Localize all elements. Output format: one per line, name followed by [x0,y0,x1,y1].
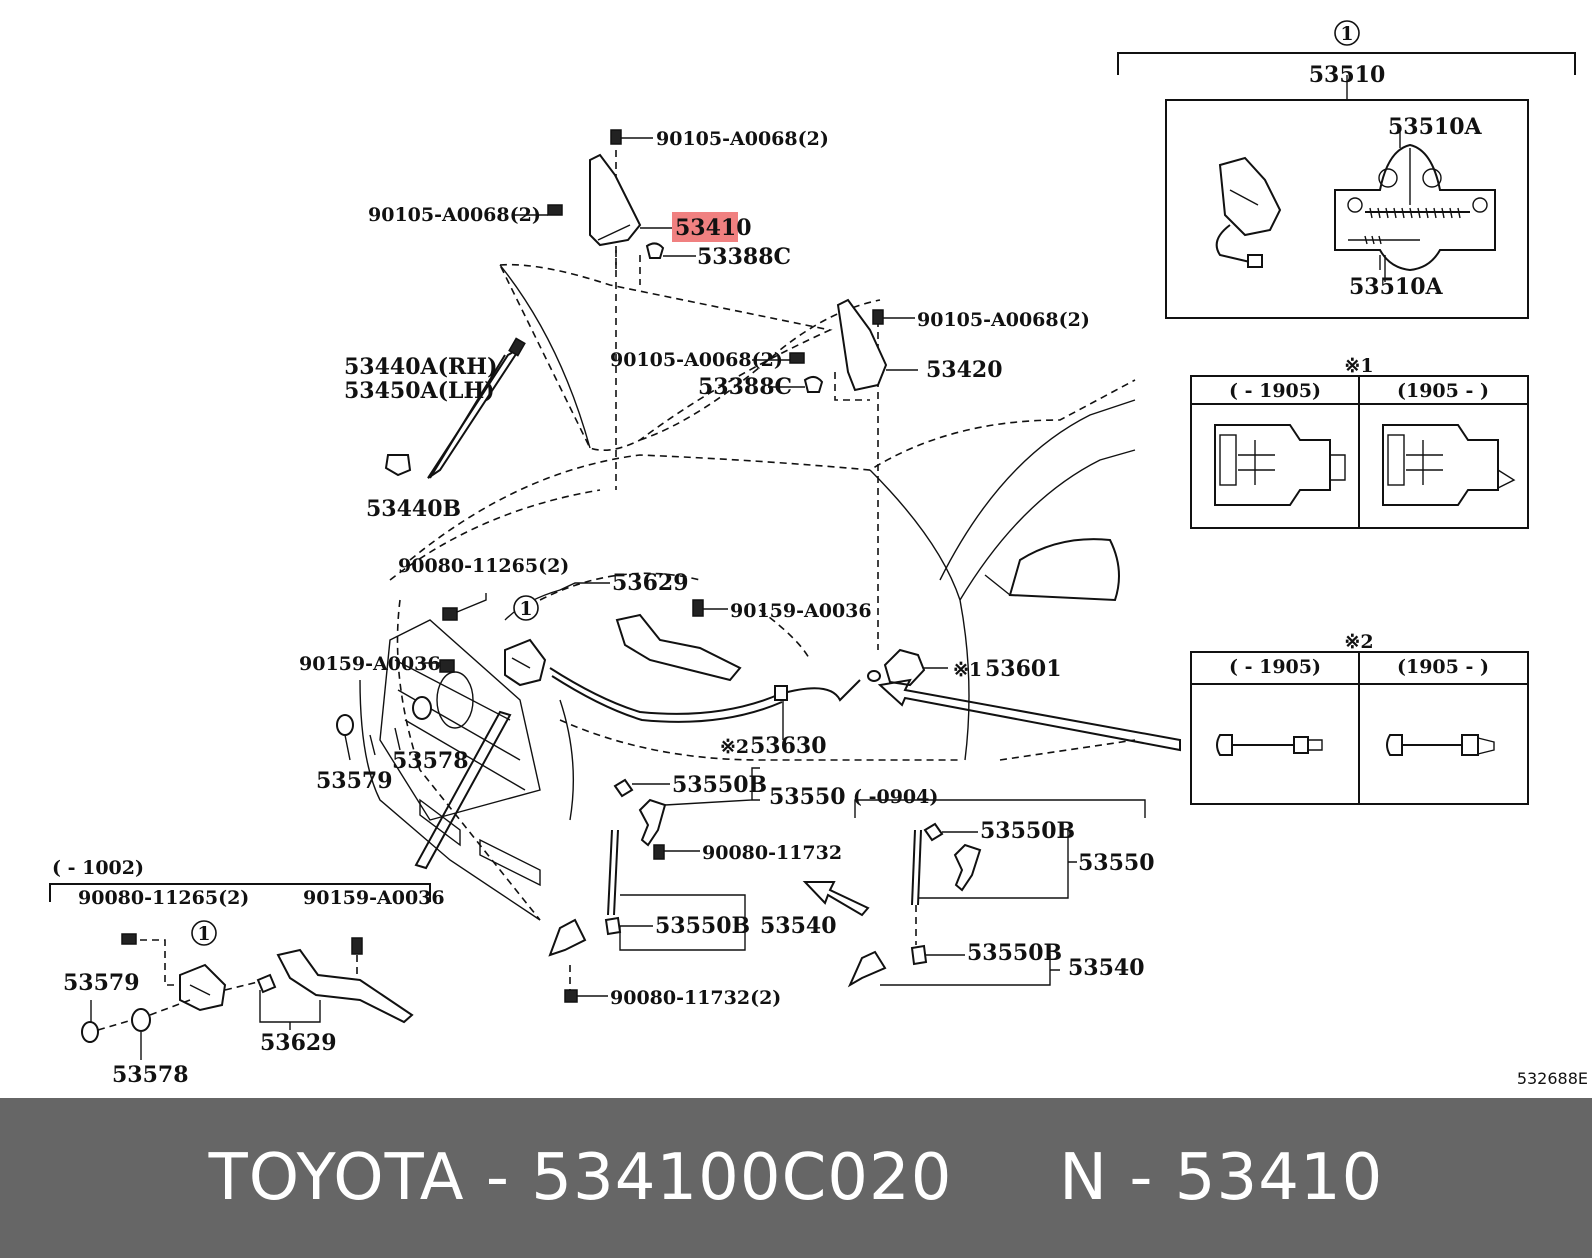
label-90105-a0068-top: 90105-A0068(2) [656,128,829,150]
label-53629-inset: 53629 [260,1030,337,1056]
label-53579-inset: 53579 [63,970,140,996]
circle-ref-inset-label: 1 [197,923,210,945]
label-date-0904: ( -0904) [853,786,938,808]
lock-assembly-box [1117,52,1576,319]
label-53540-a: 53540 [760,913,837,939]
hood-hinge-rh [789,298,888,401]
table2-col2-header: (1905 - ) [1397,656,1489,678]
label-90159-a0036-left: 90159-A0036 [299,653,441,675]
label-53440a-rh: 53440A(RH) [344,354,498,380]
label-90105-a0068-mid: 90105-A0068(2) [610,349,783,371]
inset-early-model [49,883,431,1043]
footer-part-number: TOYOTA - 534100C020 N - 53410 [208,1141,1384,1215]
hood-hinge-lh [547,129,665,259]
label-note2: ※2 [1344,631,1373,653]
hood-lock-main [336,599,742,870]
label-date-1002: ( - 1002) [52,857,144,879]
circle-ref-main: 1 [513,595,539,621]
label-90105-a0068-right: 90105-A0068(2) [917,309,1090,331]
label-53578-inset: 53578 [112,1062,189,1088]
label-90080-11732-2: 90080-11732(2) [610,987,781,1009]
circle-ref-top: 1 [1334,20,1360,46]
cable-clamp-group-center [548,778,870,1003]
table1-col1-header: ( - 1905) [1229,380,1321,402]
label-53550-a: 53550 [769,784,846,810]
label-53410[interactable]: 53410 [675,215,752,241]
label-53578-main: 53578 [392,748,469,774]
hood-support-strut [384,337,526,479]
parts-diagram: 1 1 1 90105-A0068(2) 90105-A0068(2) 5341… [49,20,1588,1088]
label-53630: 53630 [750,733,827,759]
highlight-53410 [672,212,738,242]
part-labels: 90105-A0068(2) 90105-A0068(2) 53410 5338… [52,62,1588,1088]
table-note2 [1190,651,1529,805]
cable-clamp-group-right [847,822,982,988]
label-53550b-b: 53550B [655,913,750,939]
diagram-canvas: 1 1 1 90105-A0068(2) 90105-A0068(2) 5341… [49,20,1588,1088]
label-53388c-top: 53388C [697,244,791,270]
label-53510a-bottom: 53510A [1349,274,1444,300]
footer-bar: TOYOTA - 534100C020 N - 53410 [0,1098,1592,1258]
label-90159-a0036-right: 90159-A0036 [730,600,872,622]
label-90105-a0068-left: 90105-A0068(2) [368,204,541,226]
circle-ref-main-label: 1 [519,598,532,620]
label-53550b-c: 53550B [980,818,1075,844]
label-90080-11265-inset: 90080-11265(2) [78,887,249,909]
label-53388c-mid: 53388C [698,374,792,400]
label-90080-11732: 90080-11732 [702,842,842,864]
label-note2-inline: ※2 [720,736,749,758]
label-53550b-d: 53550B [967,940,1062,966]
circle-ref-inset: 1 [191,920,217,946]
label-53629-main: 53629 [612,570,689,596]
table-note1 [1190,375,1529,529]
label-53550b-a: 53550B [672,772,767,798]
label-53579-main: 53579 [316,768,393,794]
label-53540-b: 53540 [1068,955,1145,981]
label-53440b: 53440B [366,496,461,522]
label-note1: ※1 [1344,355,1373,377]
label-53420: 53420 [926,357,1003,383]
illustration-ref-number: 532688E [1517,1069,1588,1088]
table1-col2-header: (1905 - ) [1397,380,1489,402]
label-90080-11265: 90080-11265(2) [398,555,569,577]
label-53450a-lh: 53450A(LH) [344,378,495,404]
label-53510a-top: 53510A [1388,114,1483,140]
release-cable [549,648,1181,752]
circle-ref-top-label: 1 [1340,23,1353,45]
label-53510: 53510 [1309,62,1386,88]
label-53550-b: 53550 [1078,850,1155,876]
table2-col1-header: ( - 1905) [1229,656,1321,678]
label-note1-inline: ※1 [953,659,982,681]
label-90159-a0036-inset: 90159-A0036 [303,887,445,909]
label-53601: 53601 [985,656,1062,682]
